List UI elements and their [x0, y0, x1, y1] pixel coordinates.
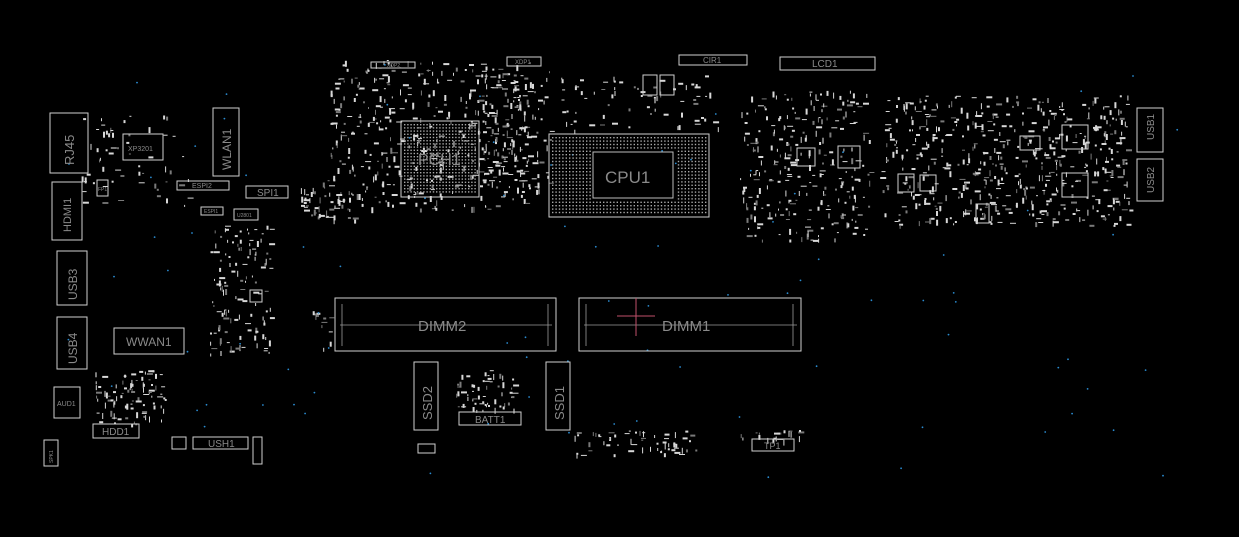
label-cpu1: CPU1 — [605, 168, 650, 187]
label-dimm1: DIMM1 — [662, 318, 710, 335]
chip-cpu1[interactable]: CPU1 — [548, 133, 710, 218]
connector-hdmi1[interactable]: HDMI1 — [51, 181, 83, 241]
label-usb4: USB4 — [66, 332, 80, 364]
connector-spk1[interactable]: SPK1 — [43, 439, 59, 467]
label-wwan1: WWAN1 — [126, 335, 172, 349]
connector-aud1[interactable]: AUD1 — [53, 386, 81, 419]
connector-usb4[interactable]: USB4 — [56, 316, 88, 370]
label-hdd1: HDD1 — [102, 427, 130, 438]
connector-usb3[interactable]: USB3 — [56, 250, 88, 306]
connector-lcd1[interactable]: LCD1 — [779, 56, 876, 71]
label-misc: BZ1 — [981, 212, 986, 220]
label-rj45: RJ45 — [62, 135, 77, 165]
connector-fp1[interactable]: FP1 — [96, 179, 109, 197]
label-ssd1: SSD1 — [552, 386, 567, 420]
label-wlan1: WLAN1 — [220, 128, 234, 170]
label-cir1: CIR1 — [703, 56, 722, 65]
label-usb3: USB3 — [66, 268, 80, 300]
connector-rj45[interactable]: RJ45 — [49, 112, 89, 174]
label-pch1: PCH1 — [418, 152, 461, 169]
header-spi1[interactable]: SPI1 — [245, 185, 289, 199]
connector-usb2[interactable]: USB2 — [1136, 158, 1164, 202]
chip-u2801[interactable]: U2801 — [233, 208, 259, 221]
slot-wwan1[interactable]: WWAN1 — [113, 327, 185, 355]
label-xp3201: XP3201 — [128, 146, 153, 153]
header-espi2[interactable]: ESPI2 — [176, 180, 230, 191]
label-fp1: FP1 — [98, 187, 107, 193]
label-u2801: U2801 — [237, 213, 252, 219]
label-spk1: SPK1 — [49, 450, 55, 463]
connector-ush1[interactable]: USH1 — [171, 436, 263, 465]
label-xdp2: XDP2 — [387, 63, 400, 69]
label-spi1: SPI1 — [257, 188, 279, 199]
connector-cir1[interactable]: CIR1 — [678, 54, 748, 66]
label-ssd2: SSD2 — [420, 386, 435, 420]
cpu-ball-grid — [552, 137, 707, 214]
buzzer-bz1[interactable]: BZ1 — [975, 203, 990, 224]
connector-batt1[interactable]: BATT1 — [458, 411, 522, 426]
label-aud1: AUD1 — [57, 401, 76, 408]
pch-ball-grid — [404, 124, 476, 193]
label-lcd1: LCD1 — [812, 59, 838, 70]
header-xdp1[interactable]: XDP1 — [506, 56, 542, 67]
label-usb1: USB1 — [1146, 113, 1157, 140]
chip-xp3201[interactable]: XP3201 — [122, 133, 164, 161]
chip-pch1[interactable]: PCH1 — [400, 120, 480, 198]
component-clusters — [67, 60, 1179, 479]
label-espi1: ESPI1 — [204, 209, 218, 215]
header-xdp2[interactable]: XDP2 — [370, 61, 416, 69]
connector-tp1[interactable]: TP1 — [751, 438, 795, 452]
label-ush1: USH1 — [208, 439, 235, 450]
connector-usb1[interactable]: USB1 — [1136, 107, 1164, 153]
label-usb2: USB2 — [1146, 166, 1157, 193]
connector-hdd1[interactable]: HDD1 — [92, 423, 140, 439]
slot-ssd2[interactable]: SSD2 — [413, 361, 439, 454]
label-espi2: ESPI2 — [192, 183, 212, 190]
label-xdp1: XDP1 — [515, 60, 531, 66]
label-hdmi1: HDMI1 — [62, 198, 74, 232]
header-espi1[interactable]: ESPI1 — [200, 206, 224, 216]
label-batt1: BATT1 — [475, 415, 506, 426]
slot-dimm1[interactable]: DIMM1 — [578, 297, 802, 352]
slot-dimm2[interactable]: DIMM2 — [334, 297, 557, 352]
label-tp1: TP1 — [764, 441, 781, 451]
slot-ssd1[interactable]: SSD1 — [545, 361, 571, 431]
slot-wlan1[interactable]: WLAN1 — [212, 107, 240, 177]
label-dimm2: DIMM2 — [418, 318, 466, 335]
right-ics — [249, 74, 1089, 303]
